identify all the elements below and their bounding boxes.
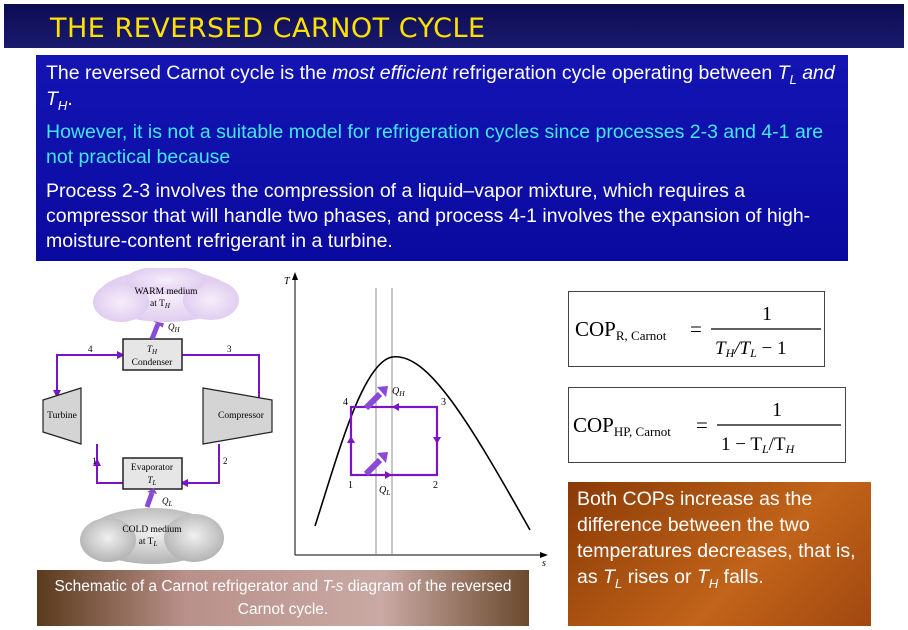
ql-arrow-icon — [144, 488, 157, 508]
cycle-arrows — [347, 403, 441, 479]
compressor-label: Compressor — [218, 411, 265, 421]
intro-text-box: The reversed Carnot cycle is the most ef… — [36, 55, 848, 261]
para1-text-b: refrigeration cycle operating between — [447, 62, 778, 84]
cop-hp-denominator: 1 − TL/TH — [721, 434, 796, 456]
para1-tl: T — [777, 62, 790, 84]
flow-arrows — [53, 351, 188, 487]
para1-text-a: The reversed Carnot cycle is the — [46, 62, 333, 84]
ts-state-4: 4 — [343, 397, 348, 408]
para1-th: T — [46, 88, 58, 110]
cop-r-label: COPR, Carnot — [575, 317, 667, 343]
cop-r-numerator: 1 — [762, 303, 772, 325]
warm-medium-cloud — [93, 268, 239, 322]
qh-label: QH — [168, 322, 181, 334]
cycle-piping — [56, 354, 260, 484]
warm-medium-label: WARM medium — [134, 287, 198, 297]
ts-ql-label: QL — [379, 485, 390, 497]
caption-text-b: diagram of the reversed Carnot cycle. — [237, 578, 512, 618]
cop-hp-numerator: 1 — [772, 399, 782, 421]
caption-text-a: Schematic of a Carnot refrigerator and — [54, 578, 323, 595]
caption-emphasis: T-s — [322, 578, 344, 595]
compressor-shape — [202, 387, 273, 445]
paragraph-not-suitable: However, it is not a suitable model for … — [46, 121, 824, 168]
qh-arrow-icon — [149, 321, 164, 340]
cop-refrigerator-formula: COPR, Carnot = 1 TH/TL − 1 — [568, 291, 825, 367]
cop-r-denominator: TH/TL − 1 — [715, 338, 787, 360]
para1-th-sub: H — [57, 98, 68, 113]
ts-state-2: 2 — [433, 480, 438, 491]
t-axis-label: T — [284, 276, 291, 287]
cold-medium-cloud — [80, 508, 224, 564]
carnot-cycle-rectangle — [349, 405, 439, 477]
warm-medium-temp: at TH — [150, 299, 171, 310]
note-text-mid: rises or — [622, 566, 697, 588]
ql-label: QL — [162, 496, 173, 508]
figure-caption: Schematic of a Carnot refrigerator and T… — [37, 570, 529, 626]
para1-emphasis: most efficient — [332, 62, 448, 84]
ts-state-3: 3 — [441, 397, 446, 408]
cop-hp-label: COPHP, Carnot — [573, 413, 671, 439]
ts-qh-label: QH — [392, 386, 405, 398]
cop-note-box: Both COPs increase as the difference bet… — [568, 482, 871, 626]
ts-ql-arrow-icon — [363, 452, 388, 477]
condenser-box — [122, 338, 183, 371]
condenser-temp: TH — [147, 344, 158, 356]
note-tl-sub: L — [614, 576, 623, 591]
paragraph-most-efficient: The reversed Carnot cycle is the most ef… — [46, 61, 836, 113]
condenser-label: Condenser — [132, 358, 173, 368]
t-axis-arrow — [292, 272, 298, 280]
note-tl: T — [603, 566, 615, 588]
para1-tl-sub: L — [789, 72, 797, 87]
state-4-label: 4 — [88, 344, 93, 354]
cop-r-equals: = — [690, 317, 702, 341]
s-axis-arrow — [540, 552, 548, 558]
state-3-label: 3 — [227, 344, 232, 354]
state-1-label: 1 — [92, 456, 97, 466]
cop-hp-equals: = — [696, 413, 708, 437]
turbine-label: Turbine — [47, 411, 77, 421]
cop-heat-pump-formula: COPHP, Carnot = 1 1 − TL/TH — [568, 387, 846, 463]
evaporator-temp: TL — [148, 475, 157, 487]
turbine-shape — [42, 387, 82, 445]
state-2-label: 2 — [223, 456, 228, 466]
saturation-dome — [314, 356, 531, 531]
carnot-refrigerator-schematic: WARM medium at TH TH Condenser Evaporato… — [42, 268, 273, 564]
note-th-sub: H — [708, 576, 719, 591]
s-axis-label: s — [542, 558, 546, 568]
cold-medium-temp: at TL — [139, 537, 158, 548]
evaporator-label: Evaporator — [131, 463, 174, 473]
ts-state-1: 1 — [348, 480, 353, 491]
note-text-a: Both COPs increase as the difference bet… — [577, 488, 856, 588]
para1-and: and — [796, 62, 835, 84]
cold-medium-label: COLD medium — [122, 525, 182, 535]
ts-diagram: T s 4 3 1 2 QH QL — [284, 272, 548, 568]
note-th: T — [696, 566, 709, 588]
para1-end: . — [67, 88, 73, 110]
title-bar: THE REVERSED CARNOT CYCLE — [4, 4, 904, 48]
slide-title: THE REVERSED CARNOT CYCLE — [50, 13, 486, 44]
paragraph-process-explanation: Process 2-3 involves the compression of … — [46, 180, 811, 252]
ts-qh-arrow-icon — [363, 386, 388, 411]
note-text-end: falls. — [718, 566, 764, 588]
